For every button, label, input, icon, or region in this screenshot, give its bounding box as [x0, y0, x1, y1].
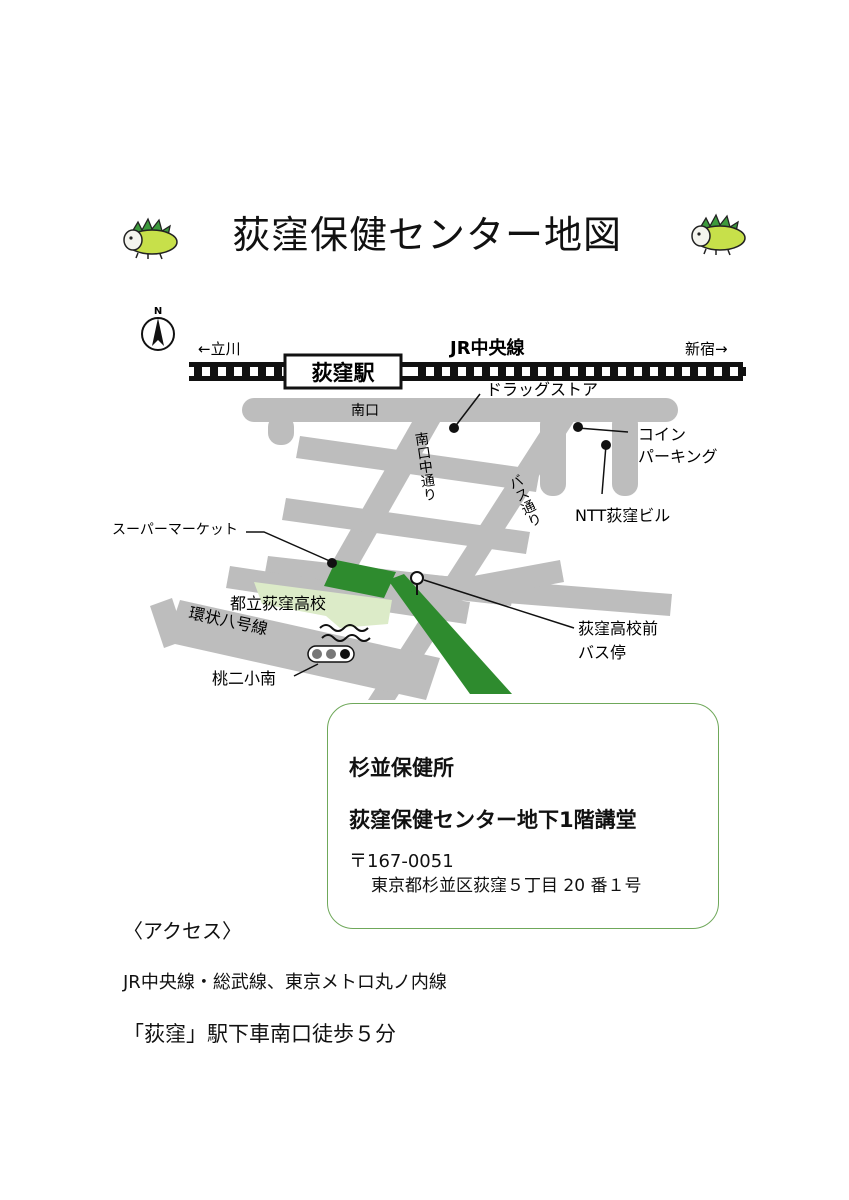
landmark-drugstore: ドラッグストア [449, 380, 598, 433]
south-exit-road [242, 398, 678, 422]
road-network [150, 398, 678, 700]
traffic-signal-icon [307, 645, 355, 663]
label-bus-stop-2: バス停 [578, 643, 626, 662]
label-ntt-building: NTT荻窪ビル [575, 506, 670, 525]
crosswalk-icon [319, 624, 371, 642]
access-walking-directions: 「荻窪」駅下車南口徒歩５分 [123, 1022, 396, 1046]
direction-west: ←立川 [198, 340, 241, 358]
info-box: 杉並保健所 荻窪保健センター地下1階講堂 〒167-0051 東京都杉並区荻窪５… [327, 703, 719, 929]
landmark-bus-stop: 荻窪高校前 バス停 [410, 571, 658, 662]
label-south-exit: 南口 [351, 403, 379, 419]
landmark-supermarket: スーパーマーケット [112, 522, 337, 568]
station-name: 荻窪駅 [312, 361, 376, 385]
bus-stop-icon [410, 571, 424, 585]
label-coin-parking-1: コイン [638, 425, 686, 444]
direction-east: 新宿→ [685, 340, 728, 358]
label-bus-stop-1: 荻窪高校前 [578, 619, 658, 638]
venue-name: 荻窪保健センター地下1階講堂 [349, 808, 637, 832]
access-train-lines: JR中央線・総武線、東京メトロ丸ノ内線 [123, 972, 447, 993]
label-signal: 桃二小南 [212, 669, 276, 688]
kanjo-8-road [166, 600, 440, 700]
walking-route [324, 560, 512, 694]
compass-icon: N [141, 306, 175, 351]
label-high-school: 都立荻窪高校 [230, 594, 326, 613]
landmark-ntt-building: NTT荻窪ビル [575, 440, 670, 525]
label-coin-parking-2: パーキング [638, 447, 718, 466]
access-heading: 〈アクセス〉 [123, 919, 242, 943]
line-name: JR中央線 [448, 337, 525, 359]
landmark-signal: 桃二小南 [212, 663, 319, 688]
mascot-icon [691, 213, 746, 256]
landmark-coin-parking: コイン パーキング [573, 422, 718, 466]
label-drugstore: ドラッグストア [486, 380, 598, 399]
mascot-icon [123, 217, 178, 260]
page-title: 荻窪保健センター地図 [232, 213, 623, 257]
station-box [283, 353, 403, 390]
label-supermarket: スーパーマーケット [112, 522, 238, 538]
postal-code: 〒167-0051 [349, 851, 454, 872]
compass-label: N [154, 306, 162, 317]
railway: 荻窪駅 [189, 353, 746, 390]
address: 東京都杉並区荻窪５丁目 20 番１号 [371, 876, 642, 896]
organization-name: 杉並保健所 [349, 756, 454, 780]
school-area [254, 582, 392, 628]
